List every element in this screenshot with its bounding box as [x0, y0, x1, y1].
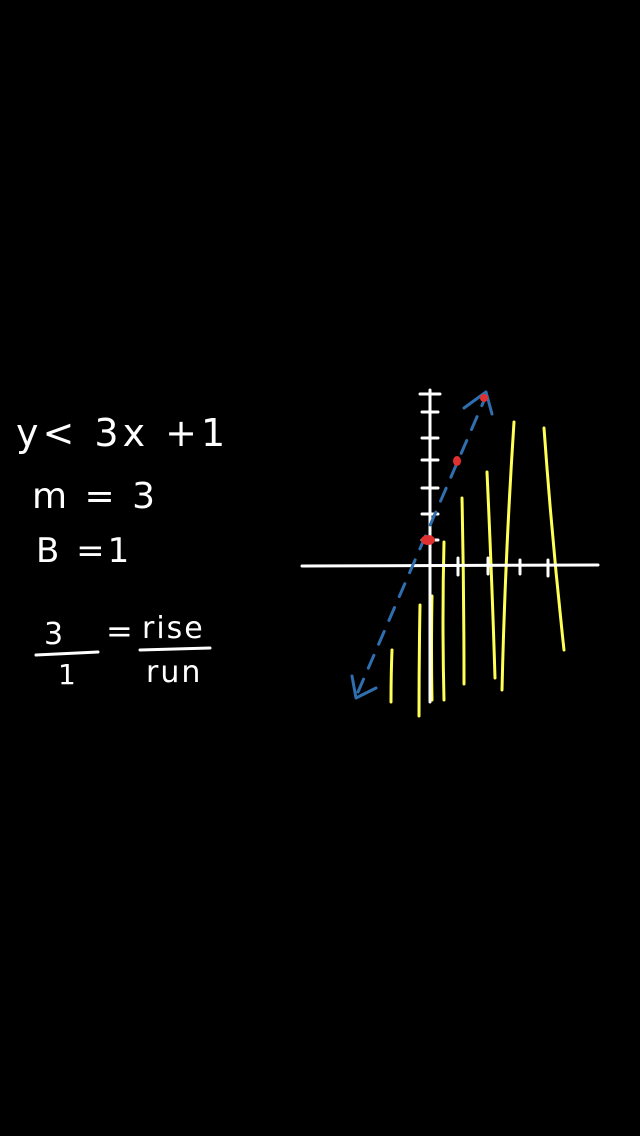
- arrowhead-down-icon: [350, 674, 378, 700]
- arrowhead-up-icon: [462, 390, 494, 416]
- fraction-denominator: 1: [58, 658, 76, 691]
- run-text: run: [146, 655, 202, 690]
- point-third: [480, 394, 488, 402]
- graph: [300, 388, 600, 718]
- fraction-numerator: 3: [44, 617, 63, 652]
- plotted-points: [421, 394, 488, 545]
- rise-text: rise: [142, 611, 205, 646]
- point-y-intercept: [421, 535, 435, 545]
- x-axis-ticks: [456, 556, 550, 578]
- notes: y< 3x +1 m = 3 B =1 3 1 = rise run: [16, 411, 229, 691]
- ratio-bar: [138, 646, 212, 652]
- slope-text: m = 3: [32, 476, 158, 517]
- intercept-text: B =1: [36, 531, 132, 571]
- fraction-bar: [34, 650, 100, 657]
- point-second: [453, 456, 461, 466]
- shaded-region: [389, 420, 566, 718]
- inequality-text: y< 3x +1: [16, 411, 229, 455]
- equals-sign: =: [106, 612, 133, 650]
- x-axis: [300, 563, 600, 568]
- boundary-line: [356, 394, 488, 694]
